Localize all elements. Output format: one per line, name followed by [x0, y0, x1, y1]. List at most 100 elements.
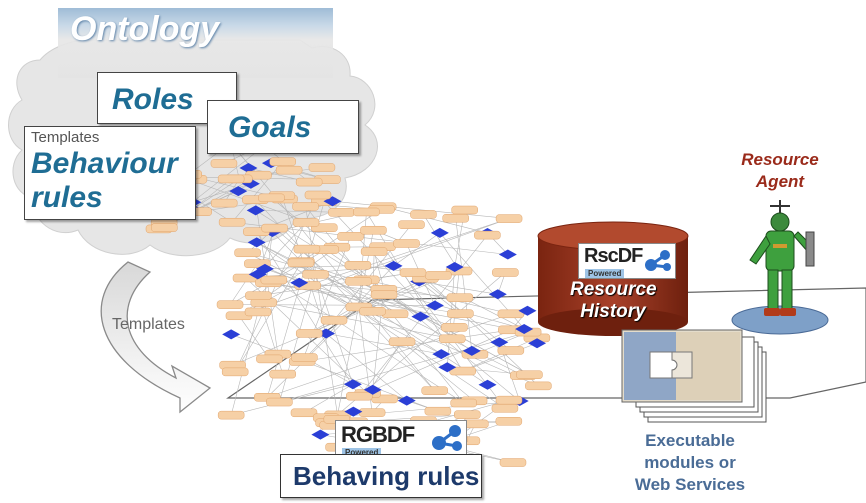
executable-label-line2: modules or: [644, 453, 736, 472]
rule-edge: [326, 400, 520, 419]
rgbdf-logo: RGBDF Powered: [335, 420, 467, 458]
rule-node: [346, 391, 373, 401]
rule-node: [381, 309, 409, 319]
rule-node: [293, 244, 321, 254]
rule-node: [291, 353, 318, 362]
rule-node: [244, 307, 272, 317]
rule-node: [295, 329, 323, 338]
rule-node-diamond: [498, 249, 517, 260]
rule-edge: [256, 231, 360, 397]
resource-agent-label-line1: Resource: [741, 150, 819, 169]
goals-card: Goals: [207, 100, 359, 154]
rule-node: [210, 159, 238, 168]
rule-node: [218, 217, 246, 227]
rule-node: [358, 408, 386, 417]
rule-edge: [272, 231, 302, 262]
rule-node: [516, 370, 543, 379]
rule-node-diamond: [239, 163, 258, 174]
rule-node: [451, 205, 478, 215]
rule-node-diamond: [445, 261, 464, 272]
rule-edge: [264, 268, 396, 315]
rule-node: [360, 247, 388, 256]
rule-node: [393, 239, 420, 248]
rule-node-diamond: [384, 260, 403, 271]
rule-node: [492, 268, 519, 277]
agent-base: [731, 305, 829, 335]
rule-edge: [234, 262, 302, 373]
rule-node: [499, 458, 527, 467]
rule-node: [447, 309, 474, 318]
rule-edge: [258, 272, 414, 296]
rule-node: [497, 309, 525, 319]
rule-node: [474, 230, 501, 240]
resource-agent-figure: [749, 200, 815, 316]
executable-label-line3: Web Services: [634, 475, 746, 494]
rule-node: [388, 337, 416, 347]
rule-node-diamond: [343, 379, 362, 390]
behaving-rules-label: Behaving rules: [293, 461, 480, 491]
rule-node: [290, 408, 318, 418]
rule-node: [217, 174, 245, 184]
executable-modules-stack: [621, 329, 767, 423]
rule-edge: [192, 178, 232, 210]
roles-card: Roles: [97, 72, 237, 124]
rule-node: [269, 369, 296, 379]
rule-edge: [255, 210, 342, 213]
rgbdf-logo-text: RGBDF: [341, 422, 415, 447]
ontology-title: Ontology: [70, 10, 220, 48]
rule-node-diamond: [246, 205, 265, 216]
rule-edge: [274, 227, 373, 312]
rule-node: [320, 315, 348, 325]
templates-arrow: [100, 261, 212, 414]
rule-edge: [229, 263, 258, 305]
rule-node: [151, 223, 178, 232]
rule-node: [210, 198, 238, 208]
rule-node: [292, 202, 319, 211]
rule-node: [399, 268, 427, 277]
rule-node: [495, 395, 523, 405]
rule-edge: [372, 289, 385, 390]
rule-node: [295, 177, 323, 187]
rule-node: [495, 417, 523, 426]
goals-label: Goals: [228, 111, 312, 144]
rgbdf-powered-text: Powered: [342, 448, 382, 457]
rule-node-diamond: [229, 186, 248, 197]
rule-edge: [359, 329, 512, 397]
rscdf-logo: RscDF Powered: [578, 243, 676, 279]
rule-node-diamond: [528, 338, 547, 349]
rule-edge: [192, 183, 251, 203]
rule-edge: [305, 206, 338, 415]
rule-node-diamond: [247, 237, 266, 248]
rule-edge: [273, 279, 464, 404]
rule-node: [287, 258, 315, 268]
rule-edge: [238, 315, 270, 360]
rule-node: [450, 398, 477, 408]
rule-node-diamond: [222, 329, 241, 340]
rule-edge: [234, 147, 435, 391]
rule-node: [442, 213, 469, 223]
resource-history-label-line1: Resource: [570, 279, 657, 300]
rule-node: [302, 270, 329, 279]
rule-node-diamond: [363, 384, 382, 395]
rule-node: [261, 223, 288, 233]
rule-node: [421, 386, 448, 395]
rule-node: [439, 334, 466, 344]
rule-edge: [266, 201, 325, 398]
rule-edge: [301, 236, 351, 362]
rule-edge: [279, 274, 316, 403]
rule-edge: [325, 333, 442, 355]
templates-caption: Templates: [31, 129, 100, 146]
rule-edge: [305, 206, 464, 404]
rule-node: [275, 165, 303, 175]
rule-node: [410, 210, 437, 219]
rule-node-diamond: [490, 337, 509, 348]
rule-edge: [419, 281, 498, 295]
rule-node: [328, 208, 355, 217]
resource-agent-label-line2: Agent: [755, 172, 805, 191]
rule-node: [425, 271, 452, 280]
rule-edge: [256, 242, 506, 409]
rule-edge: [303, 383, 354, 414]
arrow-templates-label: Templates: [112, 316, 185, 333]
rule-node: [258, 193, 285, 203]
